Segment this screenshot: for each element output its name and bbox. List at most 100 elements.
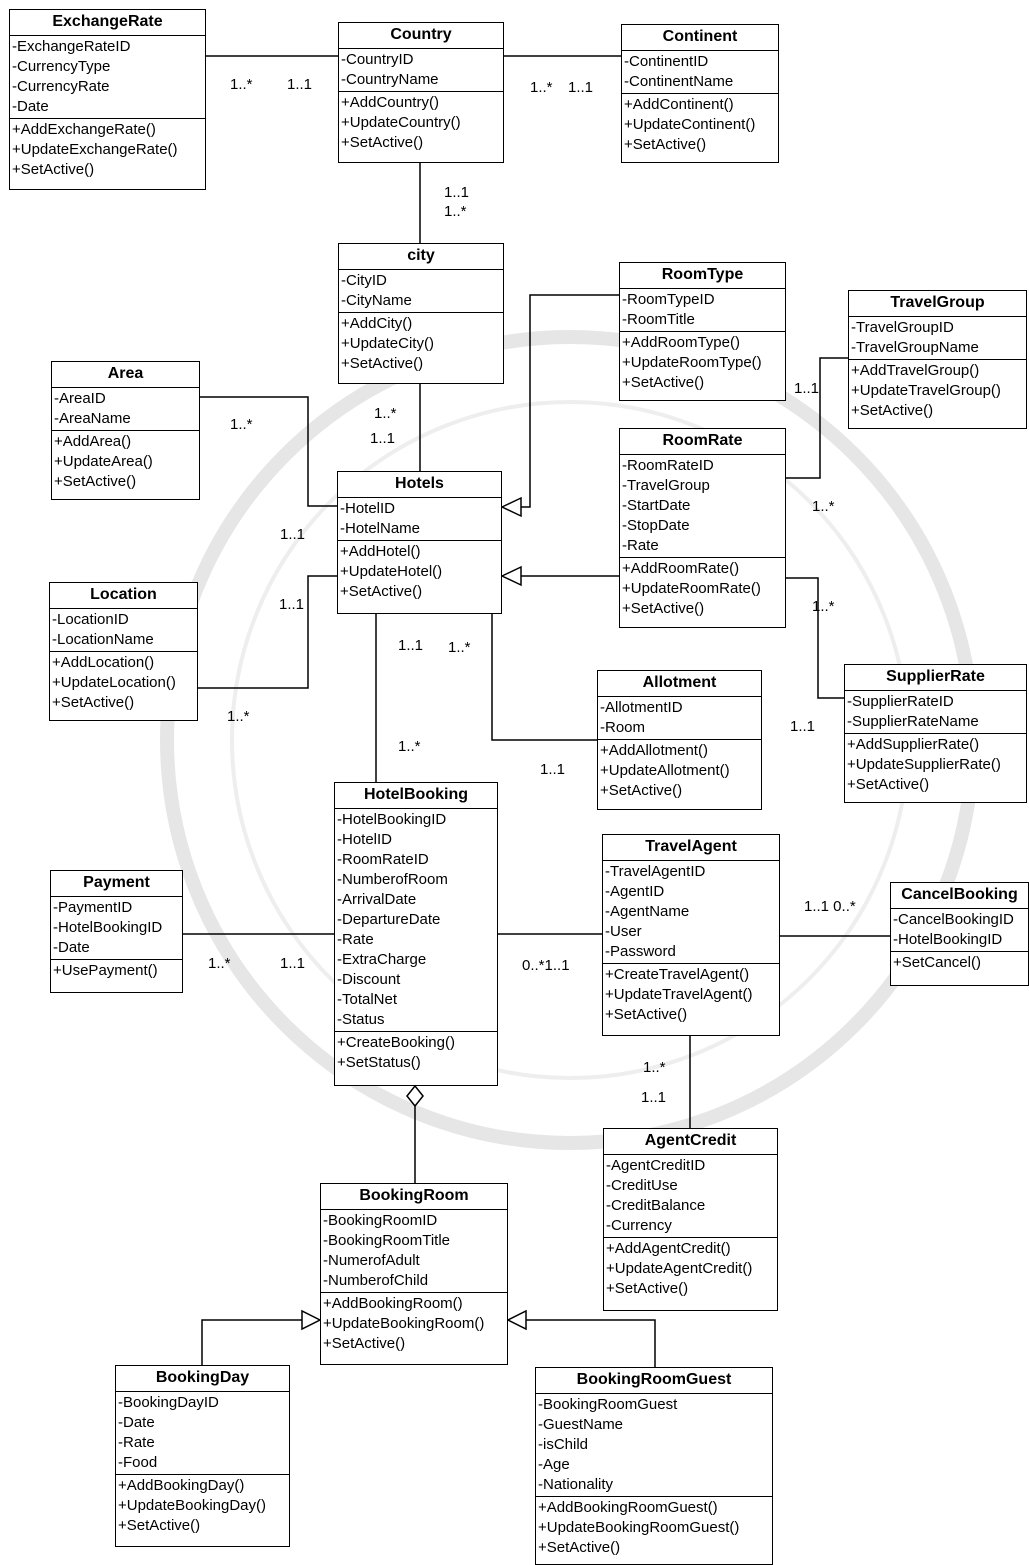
attribute-row: -BookingRoomID (323, 1212, 438, 1229)
methods: +UsePayment() (51, 960, 182, 982)
method-row: +UpdateTravelGroup() (851, 382, 1001, 399)
method-row: +SetActive() (622, 600, 705, 617)
attribute-row: -SupplierRateID (847, 693, 954, 710)
class-title: Hotels (338, 472, 501, 498)
method-row: +UpdateArea() (54, 453, 153, 470)
methods: +AddAllotment()+UpdateAllotment()+SetAct… (598, 740, 761, 802)
method-row: +CreateTravelAgent() (605, 966, 750, 983)
multiplicity-label: 1..1 (287, 76, 313, 93)
methods: +AddRoomType()+UpdateRoomType()+SetActiv… (620, 332, 785, 394)
method-row: +SetActive() (340, 583, 423, 600)
method-row: +UpdateAllotment() (600, 762, 730, 779)
attribute-row: -HotelID (340, 500, 396, 517)
attributes: -RoomRateID-TravelGroup-StartDate-StopDa… (620, 455, 785, 558)
attribute-row: -CurrencyRate (12, 78, 110, 95)
gen-arrowhead-bookingday (301, 1309, 322, 1331)
multiplicity-label: 1..* (530, 79, 553, 96)
method-row: +CreateBooking() (337, 1034, 455, 1051)
method-row: +SetActive() (847, 776, 930, 793)
attribute-row: -ExtraCharge (337, 951, 427, 968)
class-cancelbooking: CancelBooking -CancelBookingID-HotelBook… (890, 882, 1029, 986)
attributes: -TravelGroupID-TravelGroupName (849, 317, 1026, 360)
attribute-row: -AgentCreditID (606, 1157, 706, 1174)
attribute-row: -Rate (337, 931, 374, 948)
attributes: -BookingRoomID-BookingRoomTitle-NumerofA… (321, 1210, 507, 1293)
class-supplierrate: SupplierRate -SupplierRateID-SupplierRat… (844, 664, 1027, 803)
gen-arrowhead-roomtype (500, 496, 522, 518)
method-row: +SetActive() (606, 1280, 689, 1297)
method-row: +UpdateExchangeRate() (12, 141, 178, 158)
attribute-row: -Currency (606, 1217, 672, 1234)
multiplicity-label: 1..* (812, 598, 835, 615)
attribute-row: -CountryName (341, 71, 439, 88)
class-continent: Continent -ContinentID-ContinentName +Ad… (621, 24, 779, 163)
methods: +AddAgentCredit()+UpdateAgentCredit()+Se… (604, 1238, 777, 1300)
attribute-row: -AreaID (54, 390, 106, 407)
class-allotment: Allotment -AllotmentID-Room +AddAllotmen… (597, 670, 762, 810)
multiplicity-label: 1..1 (641, 1089, 667, 1106)
method-row: +SetActive() (12, 161, 95, 178)
attributes: -ContinentID-ContinentName (622, 51, 778, 94)
class-title: BookingRoom (321, 1184, 507, 1210)
method-row: +UpdateCity() (341, 335, 434, 352)
attribute-row: -Rate (118, 1434, 155, 1451)
methods: +AddContinent()+UpdateContinent()+SetAct… (622, 94, 778, 156)
attribute-row: -Status (337, 1011, 385, 1028)
methods: +AddLocation()+UpdateLocation()+SetActiv… (50, 652, 197, 714)
class-location: Location -LocationID-LocationName +AddLo… (49, 582, 198, 721)
attribute-row: -Password (605, 943, 676, 960)
attribute-row: -isChild (538, 1436, 589, 1453)
method-row: +AddContinent() (624, 96, 734, 113)
method-row: +SetActive() (600, 782, 683, 799)
method-row: +AddBookingRoom() (323, 1295, 463, 1312)
method-row: +AddExchangeRate() (12, 121, 156, 138)
multiplicity-label: 1..* (398, 738, 421, 755)
attribute-row: -Rate (622, 537, 659, 554)
attribute-row: -CancelBookingID (893, 911, 1014, 928)
attributes: -AgentCreditID-CreditUse-CreditBalance-C… (604, 1155, 777, 1238)
attribute-row: -RoomRateID (622, 457, 714, 474)
method-row: +UpdateRoomRate() (622, 580, 761, 597)
multiplicity-label: 1..* (448, 639, 471, 656)
attribute-row: -RoomTitle (622, 311, 695, 328)
class-title: Payment (51, 871, 182, 897)
attribute-row: -NumberofRoom (337, 871, 448, 888)
attribute-row: -SupplierRateName (847, 713, 979, 730)
attribute-row: -CountryID (341, 51, 414, 68)
methods: +CreateBooking()+SetStatus() (335, 1032, 497, 1074)
attribute-row: -User (605, 923, 642, 940)
method-row: +SetActive() (341, 355, 424, 372)
multiplicity-label: 1..1 (280, 526, 306, 543)
method-row: +AddBookingDay() (118, 1477, 245, 1494)
method-row: +UpdateRoomType() (622, 354, 762, 371)
methods: +AddArea()+UpdateArea()+SetActive() (52, 431, 199, 493)
multiplicity-label: 1..1 (279, 596, 305, 613)
methods: +AddSupplierRate()+UpdateSupplierRate()+… (845, 734, 1026, 796)
method-row: +AddAgentCredit() (606, 1240, 731, 1257)
method-row: +AddCountry() (341, 94, 439, 111)
methods: +AddCity()+UpdateCity()+SetActive() (339, 313, 503, 375)
class-agentcredit: AgentCredit -AgentCreditID-CreditUse-Cre… (603, 1128, 778, 1311)
multiplicity-label: 1..* (374, 405, 397, 422)
method-row: +UpdateLocation() (52, 674, 176, 691)
attribute-row: -CurrencyType (12, 58, 111, 75)
attribute-row: -StartDate (622, 497, 691, 514)
class-travelgroup: TravelGroup -TravelGroupID-TravelGroupNa… (848, 290, 1027, 429)
class-roomrate: RoomRate -RoomRateID-TravelGroup-StartDa… (619, 428, 786, 628)
methods: +AddHotel()+UpdateHotel()+SetActive() (338, 541, 501, 603)
attribute-row: -HotelBookingID (53, 919, 163, 936)
attribute-row: -RoomRateID (337, 851, 429, 868)
assoc-hotels-allotment (491, 614, 598, 741)
attribute-row: -RoomTypeID (622, 291, 715, 308)
methods: +AddTravelGroup()+UpdateTravelGroup()+Se… (849, 360, 1026, 422)
class-title: Allotment (598, 671, 761, 697)
class-title: BookingRoomGuest (536, 1368, 772, 1394)
attribute-row: -HotelID (337, 831, 393, 848)
attributes: -RoomTypeID -RoomTitle (620, 289, 785, 332)
methods: +AddExchangeRate() +UpdateExchangeRate() +… (10, 119, 205, 181)
gen-arrowhead-bookingroomguest (506, 1309, 527, 1331)
attributes: -CancelBookingID-HotelBookingID (891, 909, 1028, 952)
attribute-row: -DepartureDate (337, 911, 441, 928)
method-row: +AddHotel() (340, 543, 421, 560)
